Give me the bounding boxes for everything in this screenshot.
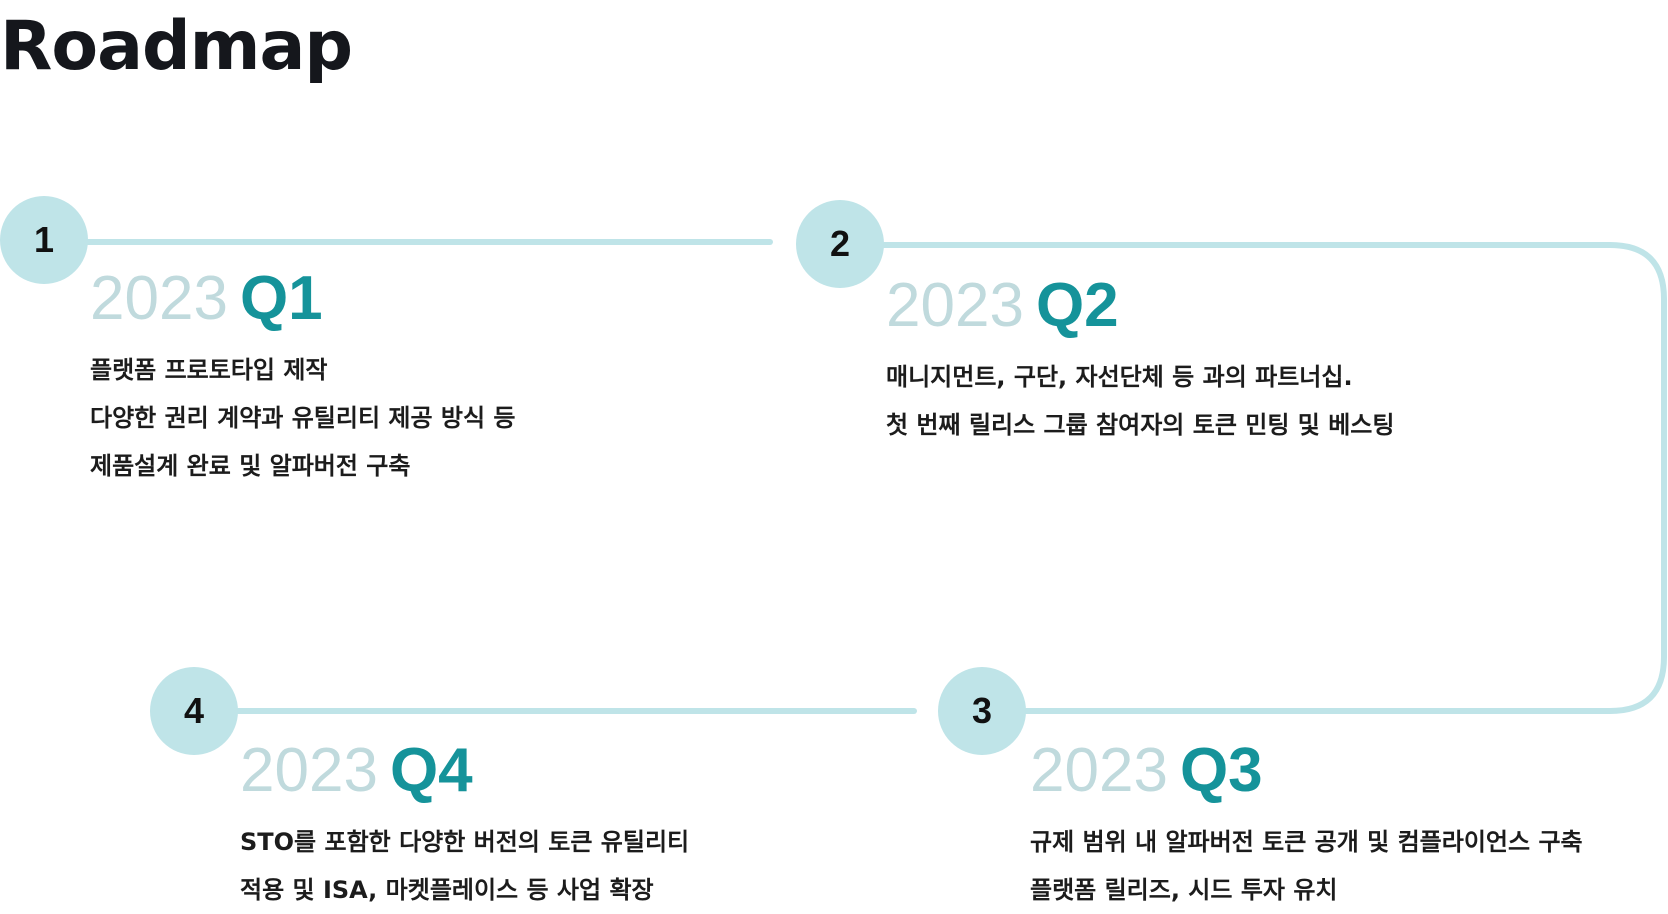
phase-item-list: 플랫폼 프로토타입 제작 다양한 권리 계약과 유틸리티 제공 방식 등 제품설… bbox=[90, 346, 516, 490]
phase-year: 2023 bbox=[886, 271, 1024, 340]
phase-item: 적용 및 ISA, 마켓플레이스 등 사업 확장 bbox=[240, 876, 654, 904]
step-2-badge: 2 bbox=[796, 200, 884, 288]
phase-quarter: Q4 bbox=[389, 736, 473, 805]
phase-item: 규제 범위 내 알파버전 토큰 공개 및 컴플라이언스 구축 bbox=[1030, 828, 1583, 856]
page-title: Roadmap bbox=[0, 7, 353, 86]
phase-quarter: Q2 bbox=[1035, 271, 1119, 340]
phase-item-list: 매니지먼트, 구단, 자선단체 등 과의 파트너십. 첫 번째 릴리스 그룹 참… bbox=[886, 353, 1394, 449]
step-3-badge: 3 bbox=[938, 667, 1026, 755]
phase-year: 2023 bbox=[240, 736, 378, 805]
phase-quarter: Q1 bbox=[239, 264, 323, 333]
phase-year: 2023 bbox=[1030, 736, 1168, 805]
phase-item: STO를 포함한 다양한 버전의 토큰 유틸리티 bbox=[240, 828, 690, 856]
phase-item-list: 규제 범위 내 알파버전 토큰 공개 및 컴플라이언스 구축 플랫폼 릴리즈, … bbox=[1030, 818, 1583, 914]
phase-item: 첫 번째 릴리스 그룹 참여자의 토큰 민팅 및 베스팅 bbox=[886, 411, 1395, 439]
phase-quarter: Q3 bbox=[1179, 736, 1263, 805]
phase-item: 제품설계 완료 및 알파버전 구축 bbox=[90, 452, 411, 480]
phase-year: 2023 bbox=[90, 264, 228, 333]
phase-item: 다양한 권리 계약과 유틸리티 제공 방식 등 bbox=[90, 404, 516, 432]
phase-item: 매니지먼트, 구단, 자선단체 등 과의 파트너십. bbox=[886, 363, 1353, 391]
step-4-badge: 4 bbox=[150, 667, 238, 755]
phase-item: 플랫폼 프로토타입 제작 bbox=[90, 356, 328, 384]
phase-item: 플랫폼 릴리즈, 시드 투자 유치 bbox=[1030, 876, 1338, 904]
track-segment-2-3 bbox=[881, 242, 1667, 714]
step-1-badge: 1 bbox=[0, 196, 88, 284]
phase-item-list: STO를 포함한 다양한 버전의 토큰 유틸리티 적용 및 ISA, 마켓플레이… bbox=[240, 818, 689, 914]
